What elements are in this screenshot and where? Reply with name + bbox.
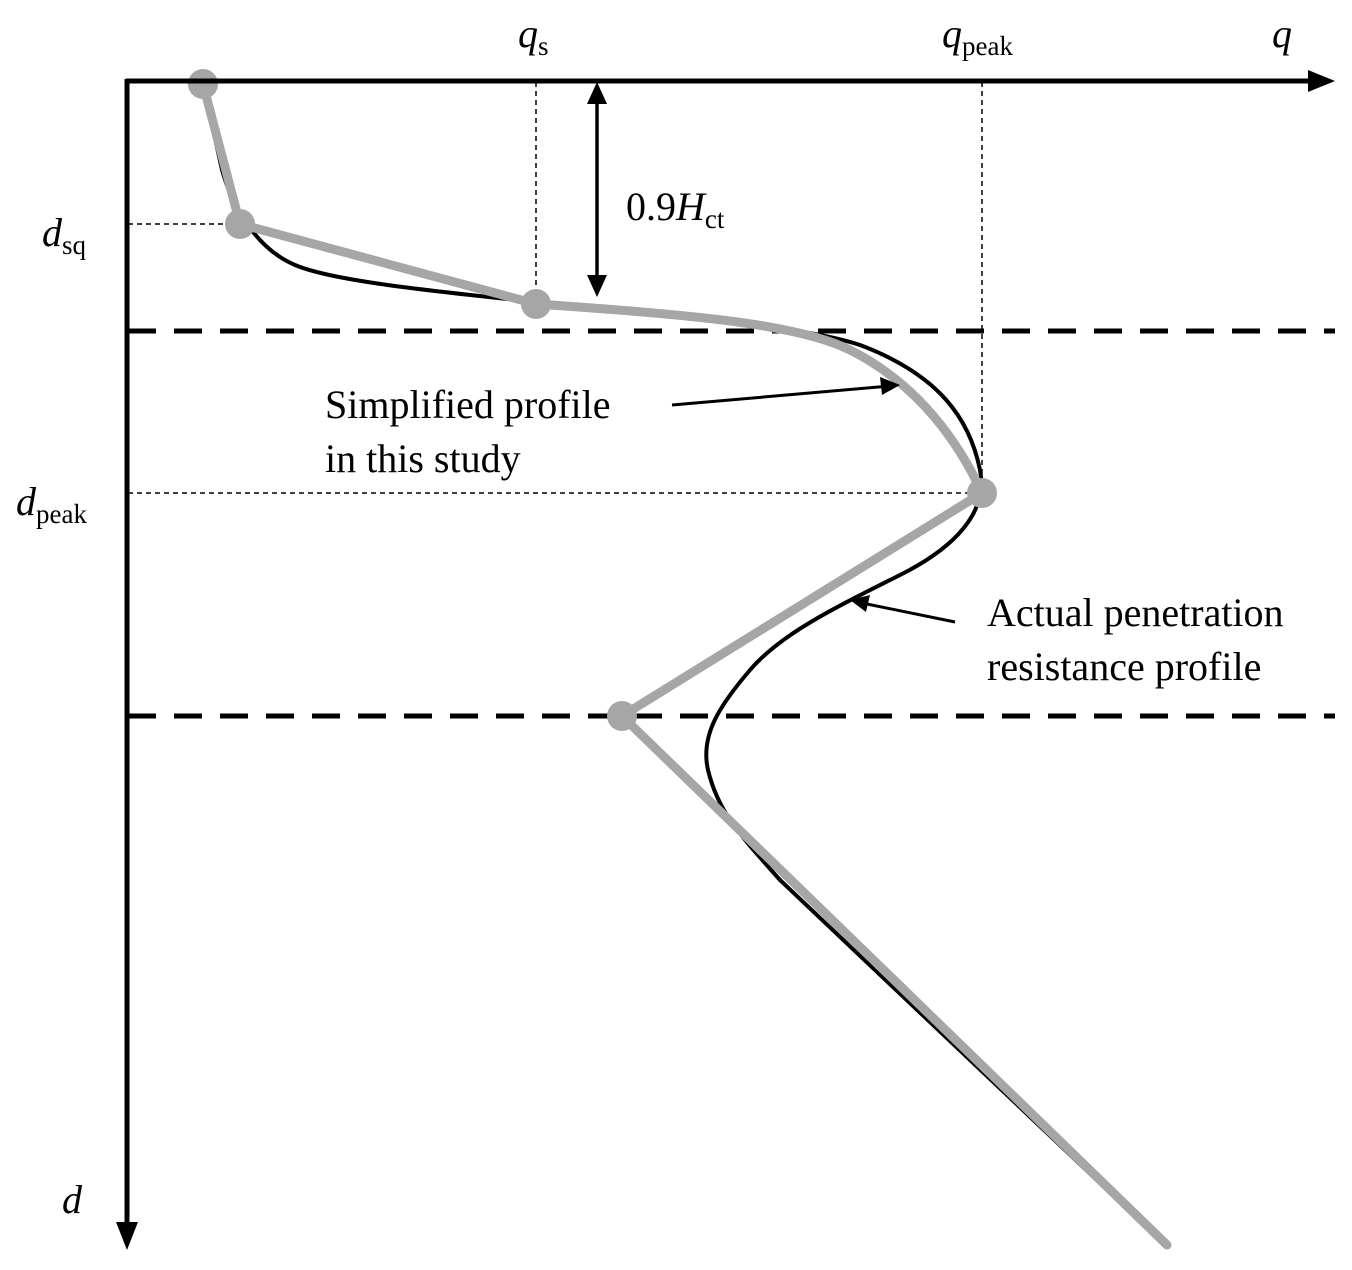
qpeak-label: qpeak <box>942 11 1013 61</box>
simplified-profile-label-line2: in this study <box>325 436 521 481</box>
actual-leader-arrowhead-icon <box>850 595 870 612</box>
simplified-profile-label-line1: Simplified profile <box>325 382 611 427</box>
profile-point-trough <box>607 701 637 731</box>
q-axis-arrow-icon <box>1308 70 1335 92</box>
actual-profile-label-line1: Actual penetration <box>987 590 1284 635</box>
actual-profile-label-line2: resistance profile <box>987 644 1261 689</box>
profile-point-peak <box>967 478 997 508</box>
actual-leader-arrow <box>861 601 956 624</box>
d-axis-arrow-icon <box>116 1222 138 1250</box>
profile-point-qs <box>521 289 551 319</box>
d-axis-label: d <box>62 1177 83 1222</box>
simplified-leader-arrowhead-icon <box>880 377 900 395</box>
dimension-arrow-top-icon <box>587 82 607 104</box>
dsq-label: dsq <box>42 210 87 260</box>
actual-profile-curve <box>201 82 1162 1242</box>
dimension-arrow-bottom-icon <box>587 275 607 297</box>
profile-point-dsq <box>225 209 255 239</box>
q-axis-label: q <box>1272 11 1292 56</box>
simplified-profile-curve <box>198 79 1172 1250</box>
qs-label: qs <box>518 11 549 61</box>
simplified-leader-arrow <box>671 384 891 407</box>
profile-point-surface <box>188 69 218 99</box>
dimension-label: 0.9Hct <box>626 184 725 234</box>
dpeak-label: dpeak <box>16 479 87 529</box>
